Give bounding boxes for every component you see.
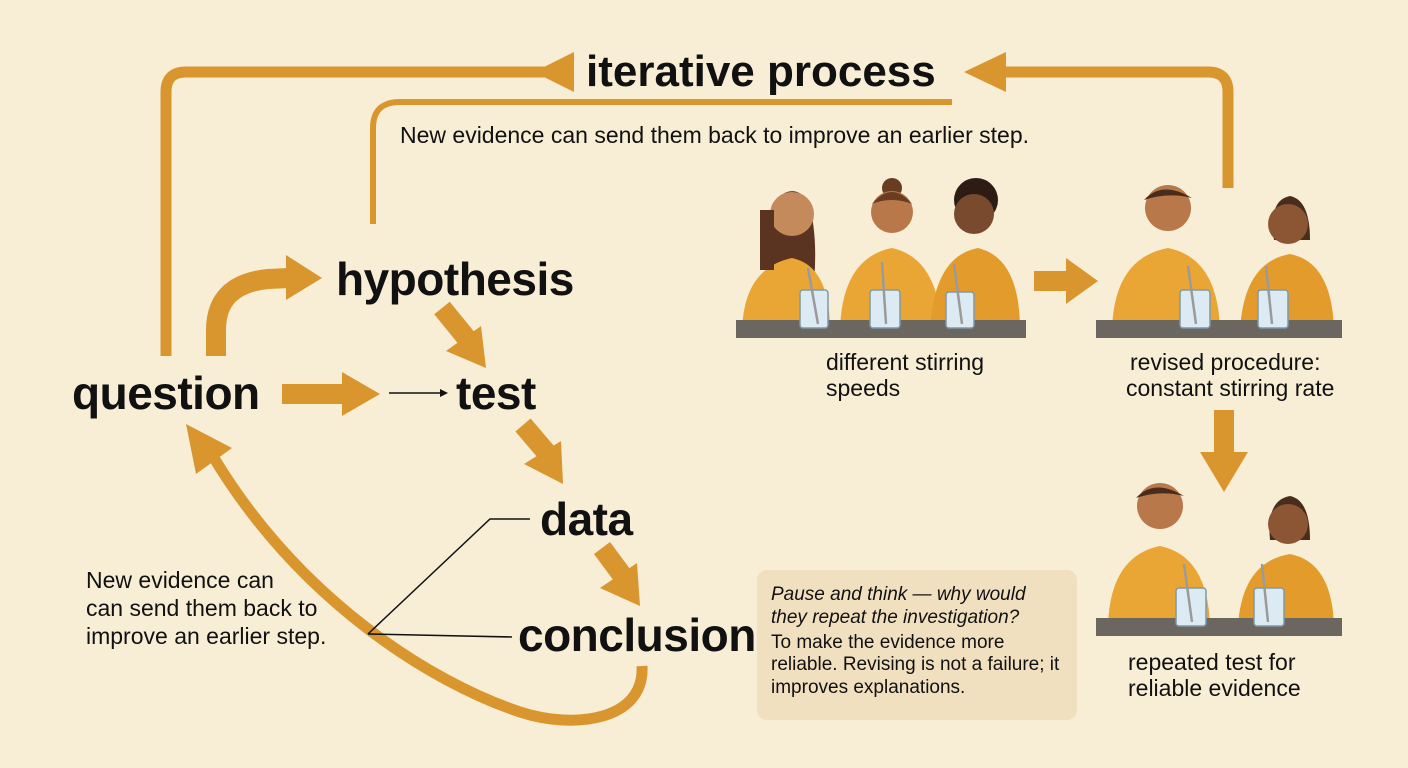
side-note-line1: New evidence can [86,567,274,593]
loop-arrow-panels-to-title [964,52,1234,188]
step-hypothesis: hypothesis [336,253,574,305]
loop-arrow-conclusion-to-question [186,424,648,726]
callout-answer: To make the evidence more reliable. Revi… [771,631,1060,699]
arrow-test-to-data [515,418,563,484]
arrow-data-to-conclusion [593,542,640,606]
callout-question: Pause and think — why would they repeat … [771,584,1026,628]
step-data: data [540,493,633,545]
reflection-callout: Pause and think — why would they repeat … [757,570,1077,720]
step-question: question [72,367,260,419]
caption-panel3-line1: repeated test for [1128,649,1296,675]
side-note-line3: improve an earlier step. [86,623,327,649]
step-test: test [456,367,536,419]
loop-line-hypothesis-to-title [370,99,952,224]
caption-panel1-line1: different stirring [826,349,985,375]
illustration-panel-revised-procedure [1096,185,1342,338]
arrow-question-to-hypothesis [206,255,322,356]
side-note-line2: can send them back to [86,595,318,621]
caption-panel2-line2: constant stirring rate [1126,375,1335,401]
illustration-panel-repeated-test [1096,483,1342,636]
diagram-subtitle: New evidence can send them back to impro… [400,122,1029,148]
diagram-title: iterative process [586,47,936,96]
arrow-question-to-test [282,372,448,416]
arrow-hypothesis-to-test [434,301,486,368]
caption-panel1-line2: speeds [826,375,901,401]
illustration-panel-different-speeds [736,178,1026,338]
loop-arrow-question-to-title [160,52,574,356]
caption-panel3-line2: reliable evidence [1128,675,1301,701]
caption-panel2-line1: revised procedure: [1130,349,1321,375]
step-conclusion: conclusion [518,609,756,661]
arrow-panel1-to-panel2 [1034,258,1098,304]
arrow-panel2-to-panel3 [1200,410,1248,492]
note-pointer-lines [367,518,530,638]
